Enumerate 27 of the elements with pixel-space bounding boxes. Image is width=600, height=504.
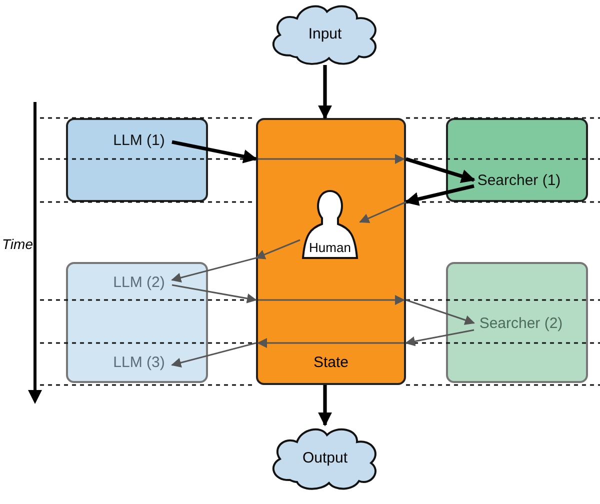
arrow xyxy=(404,184,474,206)
agent-label: Searcher (2) xyxy=(474,311,568,335)
agent-label: LLM (1) xyxy=(106,128,172,152)
agent-panel xyxy=(446,262,588,383)
arrow xyxy=(406,299,475,325)
arrow xyxy=(171,342,256,368)
state-box xyxy=(256,118,406,385)
agent-panel xyxy=(446,118,588,202)
cloud-label: Output xyxy=(302,449,348,466)
arrow xyxy=(255,239,300,260)
arrow xyxy=(172,284,257,304)
arrow xyxy=(405,329,474,346)
arrow xyxy=(405,157,476,183)
arrow xyxy=(171,257,256,283)
agent-panel xyxy=(66,118,208,202)
arrow xyxy=(318,65,332,120)
agent-label: LLM (3) xyxy=(106,350,172,374)
person-label: Human xyxy=(309,240,351,255)
arrow xyxy=(172,140,258,164)
agent-panel xyxy=(66,262,208,383)
state-label: State xyxy=(313,354,349,371)
agent-label: LLM (2) xyxy=(106,270,172,294)
axis-label: Time xyxy=(2,236,33,252)
arrow xyxy=(359,201,406,223)
arrow xyxy=(318,385,332,426)
agent-label: Searcher (1) xyxy=(474,168,564,192)
cloud-label: Input xyxy=(308,25,342,42)
